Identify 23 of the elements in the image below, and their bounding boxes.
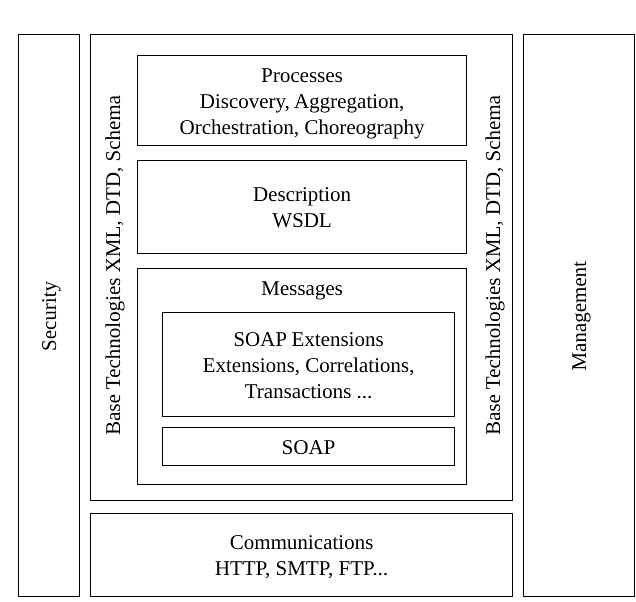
vertical-label: Base Technologies XML, DTD, Schema bbox=[102, 95, 124, 435]
layer-box bbox=[523, 34, 635, 597]
vertical-label: Management bbox=[568, 260, 590, 370]
box-title: Description bbox=[253, 181, 351, 207]
box-text: WSDL bbox=[272, 207, 332, 233]
box-text: Extensions, Correlations, Transactions ... bbox=[202, 352, 416, 404]
vertical-label: Base Technologies XML, DTD, Schema bbox=[482, 95, 504, 435]
layer-box bbox=[137, 268, 467, 485]
layer-box bbox=[90, 513, 513, 597]
layer-box bbox=[137, 55, 467, 146]
layer-box bbox=[18, 34, 80, 597]
box-title: SOAP bbox=[282, 434, 336, 460]
layer-box bbox=[90, 34, 513, 501]
box-title: Communications bbox=[230, 529, 374, 555]
layer-box bbox=[162, 427, 455, 466]
layer-box bbox=[162, 312, 455, 417]
box-text: Discovery, Aggregation, Orchestration, Choreography bbox=[178, 88, 426, 140]
layer-box bbox=[137, 160, 467, 254]
box-title: Processes bbox=[261, 62, 343, 88]
box-text: HTTP, SMTP, FTP... bbox=[214, 555, 388, 581]
box-title: SOAP Extensions bbox=[233, 326, 384, 352]
vertical-label: Security bbox=[38, 280, 60, 350]
box-title: Messages bbox=[261, 275, 343, 301]
